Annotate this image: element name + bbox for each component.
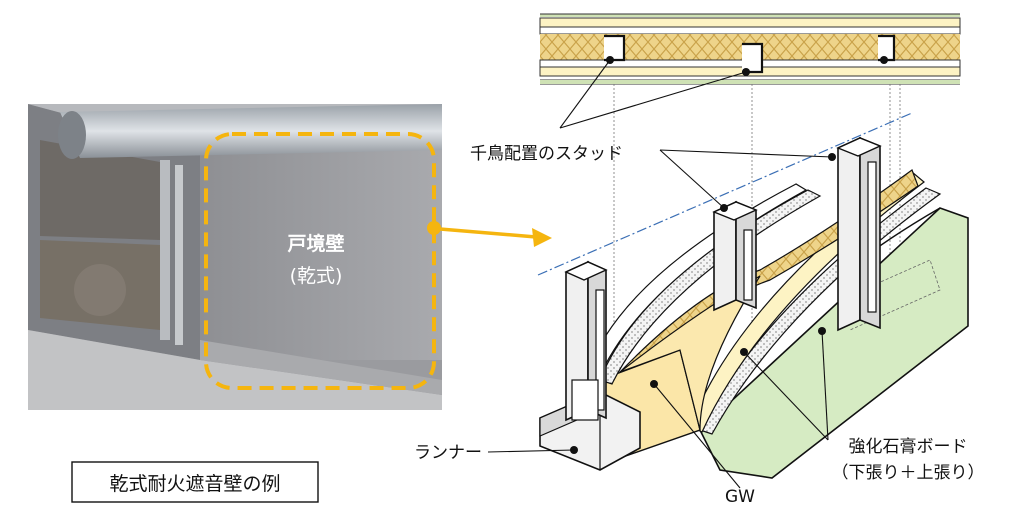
stud-front [564, 260, 608, 422]
stud-back [828, 136, 882, 332]
wall-label-line2: (乾式) [290, 265, 343, 287]
label-studs: 千鳥配置のスタッド [470, 144, 623, 164]
center-axis-line [537, 112, 913, 276]
label-board-line1: 強化石膏ボード [849, 436, 968, 457]
stud-middle [712, 200, 758, 312]
site-photo: 戸境壁 (乾式) [28, 104, 552, 410]
plan-stud-1 [604, 34, 626, 62]
wall-highlight-box [204, 132, 436, 390]
caption-box: 乾式耐火遮音壁の例 [71, 461, 319, 503]
wall-label-line1: 戸境壁 [287, 232, 344, 255]
leader-lines [487, 59, 833, 489]
label-gw: GW [725, 487, 755, 507]
label-board-line2: （下張り＋上張り） [832, 463, 985, 483]
caption-text: 乾式耐火遮音壁の例 [109, 473, 280, 495]
wall-section-diagram [537, 112, 969, 479]
pointer-arrow [439, 227, 537, 239]
connector-dot [427, 221, 441, 235]
label-runner: ランナー [414, 443, 482, 463]
plan-view [539, 13, 961, 430]
plan-stud-2 [742, 42, 764, 74]
plan-stud-3 [878, 34, 896, 62]
